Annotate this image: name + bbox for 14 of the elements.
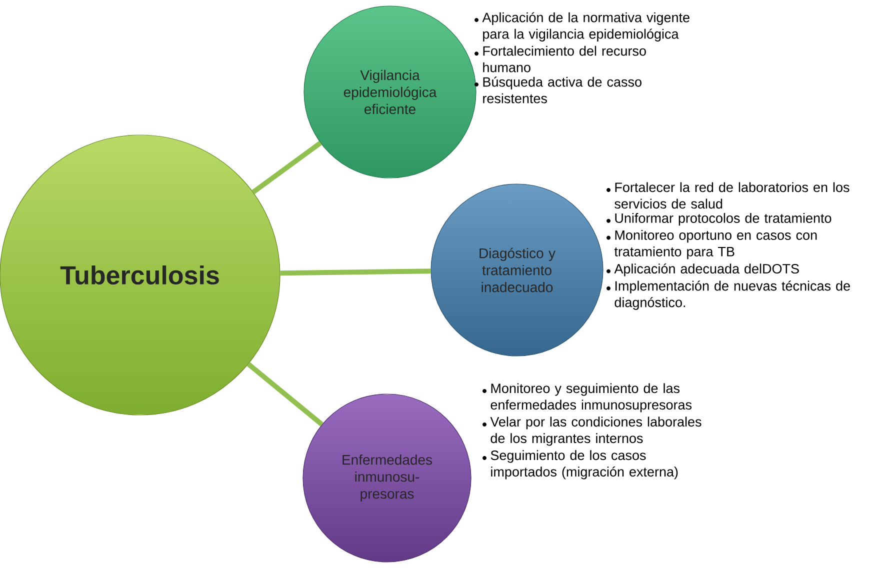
bullet-item: Seguimiento de los casos importados (migración externa) (482, 450, 678, 480)
bullet-item: Velar por las condiciones laborales de los migrantes internos (482, 416, 702, 446)
bullet-item: Búsqueda activa de casso resistentes (474, 76, 642, 104)
connector-line (246, 362, 324, 426)
bullet-item: Fortalecimiento del recurso humano (474, 46, 646, 72)
bullet-item: Uniformar protocolos de tratamiento (606, 213, 832, 226)
bullet-item: Aplicación adecuada delDOTS (606, 263, 799, 276)
bullet-item: Implementación de nuevas técnicas de diagnóstico. (606, 280, 850, 310)
bullet-item: Monitoreo oportuno en casos con tratamiento para TB (606, 230, 817, 260)
connector-line (280, 268, 431, 276)
connector-line (252, 140, 322, 194)
bullet-item: Monitoreo y seguimiento de las enfermedades inmunosupresoras (482, 383, 692, 412)
bullet-item: Fortalecer la red de laboratorios en los servicios de salud (606, 182, 850, 209)
bullet-item: Aplicación de la normativa vigente para la vigilancia epidemiológica (474, 12, 690, 42)
